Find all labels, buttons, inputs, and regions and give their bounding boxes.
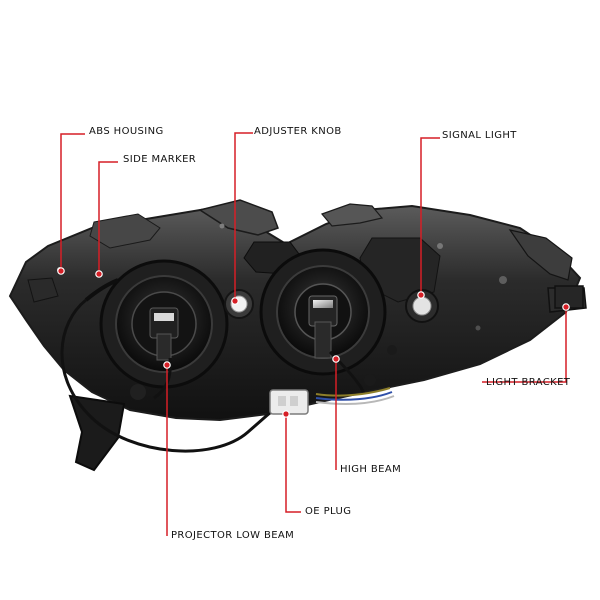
projector-low-beam-label: PROJECTOR LOW BEAM	[171, 530, 295, 541]
light-bracket	[554, 285, 584, 309]
adjuster-knob-label: ADJUSTER KNOB	[254, 126, 342, 137]
high-beam-lens	[259, 248, 387, 376]
projector-low-beam-lens	[99, 259, 229, 389]
oe-plug-label: OE PLUG	[305, 506, 352, 517]
side-marker-label: SIDE MARKER	[123, 154, 197, 165]
light-bracket-label: LIGHT BRACKET	[486, 377, 571, 388]
housing-details	[57, 223, 507, 400]
oe-plug	[269, 389, 309, 415]
signal-light-socket	[405, 289, 439, 323]
signal-light-label: SIGNAL LIGHT	[442, 130, 517, 141]
high-beam-label: HIGH BEAM	[340, 464, 402, 475]
adjuster-knob	[224, 289, 254, 319]
abs-housing-label: ABS HOUSING	[89, 126, 164, 137]
